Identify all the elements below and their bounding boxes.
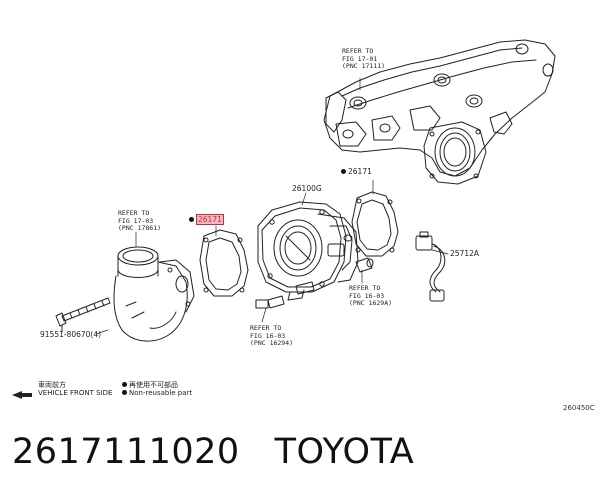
ref-line: (PNC 16294) — [250, 339, 294, 347]
legend-vehicle-front: 車両前方 VEHICLE FRONT SIDE — [38, 381, 112, 397]
part-number: 26100G — [292, 184, 322, 193]
part-number-highlighted: 26171 — [196, 214, 224, 225]
legend-non-reusable: 再使用不可部品 Non-reusable part — [122, 381, 192, 397]
ref-line: REFER TO — [349, 284, 381, 292]
part-number-title: 2617111020 — [12, 432, 240, 472]
non-reusable-dot-icon — [341, 169, 346, 174]
ref-line: FIG 16-03 — [349, 291, 385, 300]
part-number: 91551-80670(4) — [40, 330, 102, 339]
callout-bolt[interactable]: 91551-80670(4) — [40, 331, 101, 339]
ref-line: FIG 17-01 — [342, 54, 378, 63]
legend-text-en: VEHICLE FRONT SIDE — [38, 389, 113, 397]
non-reusable-dot-icon — [122, 390, 127, 395]
ref-line: (PNC 17111) — [342, 62, 386, 70]
legend-row: Non-reusable part — [122, 389, 192, 397]
ref-line: REFER TO — [342, 47, 374, 55]
ref-bottom-center: REFER TO FIG 16-03 (PNC 16294) — [250, 324, 294, 348]
ref-line: REFER TO — [118, 209, 150, 217]
ref-bottom-right: REFER TO FIG 16-03 (PNC 1629A) — [349, 284, 393, 308]
ref-line: (PNC 1629A) — [349, 299, 393, 307]
ref-manifold: REFER TO FIG 17-01 (PNC 17111) — [342, 47, 386, 71]
leader-lines — [95, 77, 449, 335]
callout-gasket-left[interactable]: 26171 — [189, 214, 224, 225]
bolt — [55, 297, 111, 333]
legend-text-jp: 車両前方 — [38, 381, 66, 389]
connector-harness — [415, 231, 446, 302]
legend-row: 再使用不可部品 — [122, 381, 192, 389]
part-title: 2617111020 TOYOTA — [12, 432, 414, 472]
drawing-code: 260450C — [563, 404, 595, 412]
vehicle-front-arrow — [12, 391, 32, 399]
gasket-left — [199, 229, 249, 297]
ref-left-elbow: REFER TO FIG 17-03 (PNC 17861) — [118, 209, 162, 233]
ref-line: (PNC 17861) — [118, 224, 162, 232]
callout-connector[interactable]: 25712A — [450, 250, 479, 258]
intake-manifold — [323, 39, 556, 185]
gasket-right — [351, 191, 399, 257]
part-number: 26171 — [348, 167, 372, 176]
brand-name: TOYOTA — [274, 432, 415, 472]
air-inlet-elbow — [113, 246, 195, 342]
legend-text-jp: 再使用不可部品 — [129, 381, 178, 389]
callout-throttle-body[interactable]: 26100G — [292, 185, 322, 193]
ref-line: FIG 16-03 — [250, 331, 286, 340]
ref-line: FIG 17-03 — [118, 216, 154, 225]
legend-text-en: Non-reusable part — [129, 389, 193, 397]
ref-line: REFER TO — [250, 324, 282, 332]
non-reusable-dot-icon — [122, 382, 127, 387]
non-reusable-dot-icon — [189, 217, 194, 222]
callout-gasket-right[interactable]: 26171 — [341, 168, 372, 176]
part-number: 25712A — [450, 249, 479, 258]
throttle-body — [255, 201, 374, 309]
